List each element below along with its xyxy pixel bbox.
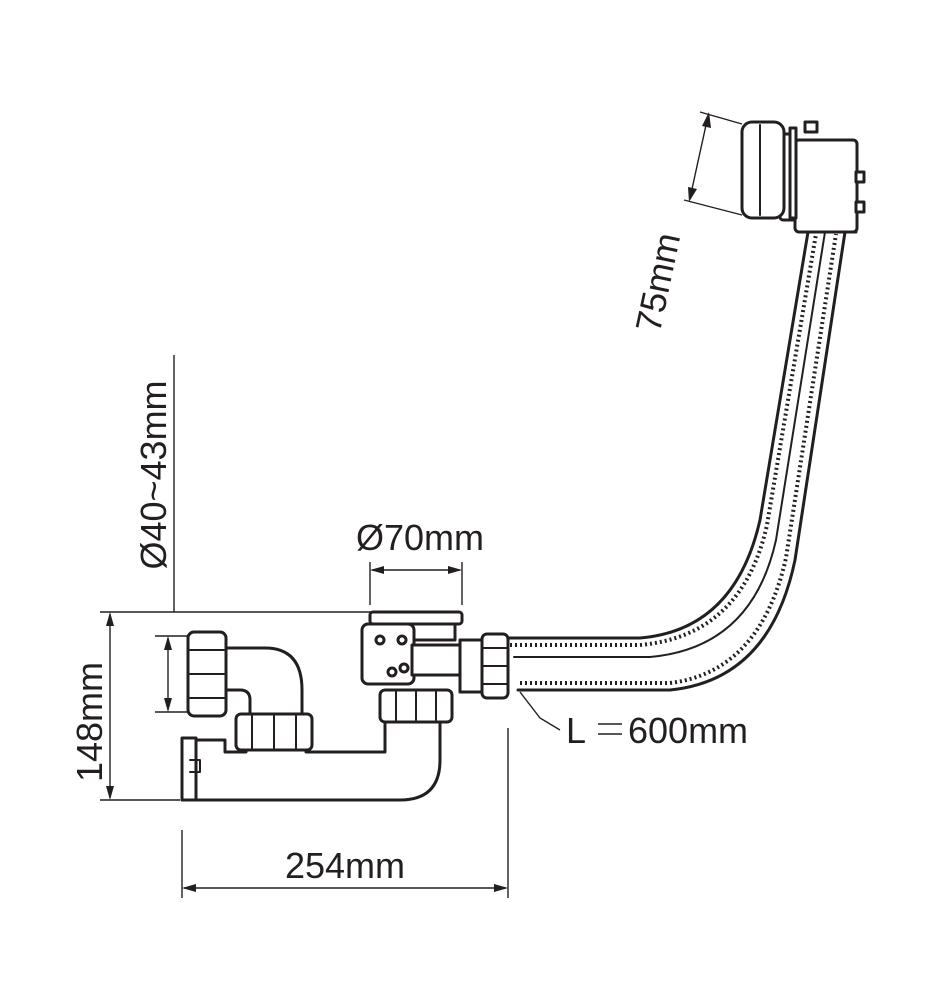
width-label: 254mm [285, 845, 405, 886]
waste-diameter-label: Ø70mm [356, 517, 484, 558]
dimension-height: 148mm [69, 611, 460, 801]
cable-length-symbol: L [566, 710, 586, 751]
dimension-waste-diameter: Ø70mm [356, 517, 484, 605]
dimension-width: 254mm [181, 728, 509, 898]
cable-length-label: 600mm [628, 710, 748, 751]
overflow-height-label: 75mm [627, 229, 688, 335]
dimension-cable-length: L 600mm [519, 691, 748, 751]
pipe-diameter-label: Ø40~43mm [133, 380, 174, 569]
height-label: 148mm [69, 662, 110, 782]
dimension-pipe-diameter: Ø40~43mm [133, 355, 188, 713]
overflow-head [740, 120, 866, 234]
dimension-overflow-height: 75mm [627, 111, 743, 336]
trap-pipework [180, 630, 454, 802]
waste-body [360, 610, 510, 700]
overflow-cable [506, 230, 847, 692]
